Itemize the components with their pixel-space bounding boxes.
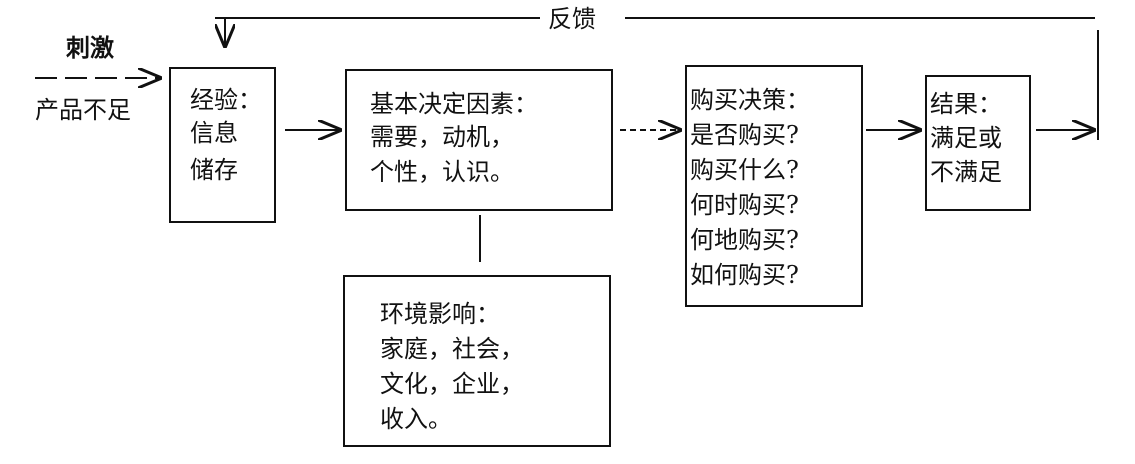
box-line: 不满足: [930, 158, 1002, 186]
box-line: 满足或: [930, 124, 1002, 152]
stimulus-label: 刺激: [66, 33, 114, 62]
basic-factors-box: 基本决定因素： 需要，动机， 个性，认识。: [345, 69, 613, 211]
environment-box: 环境影响： 家庭，社会， 文化，企业， 收入。: [343, 275, 611, 447]
decision-box: 购买决策： 是否购买? 购买什么? 何时购买? 何地购买? 如何购买?: [685, 65, 863, 307]
box-line: 购买决策：: [690, 86, 810, 114]
feedback-loop: 反馈: [215, 5, 1099, 140]
box-line: 何时购买?: [690, 191, 799, 219]
result-box: 结果： 满足或 不满足: [925, 75, 1031, 211]
box-line: 需要，动机，: [370, 123, 514, 151]
box-line: 储存: [190, 156, 238, 184]
box-line: 家庭，社会，: [380, 335, 524, 363]
box-line: 个性，认识。: [370, 158, 514, 186]
box-line: 环境影响：: [380, 300, 500, 328]
feedback-label: 反馈: [548, 5, 596, 33]
box-line: 如何购买?: [690, 261, 799, 289]
box-line: 经验：: [190, 86, 262, 114]
box-line: 信息: [190, 119, 238, 147]
stimulus-sub-label: 产品不足: [35, 96, 131, 124]
box-line: 购买什么?: [690, 156, 799, 184]
box-line: 收入。: [380, 405, 452, 433]
box-line: 基本决定因素：: [370, 90, 538, 118]
box-line: 何地购买?: [690, 226, 799, 254]
experience-box: 经验： 信息 储存: [169, 67, 276, 223]
box-line: 文化，企业，: [380, 370, 524, 398]
box-line: 结果：: [930, 90, 1002, 118]
box-line: 是否购买?: [690, 121, 799, 149]
